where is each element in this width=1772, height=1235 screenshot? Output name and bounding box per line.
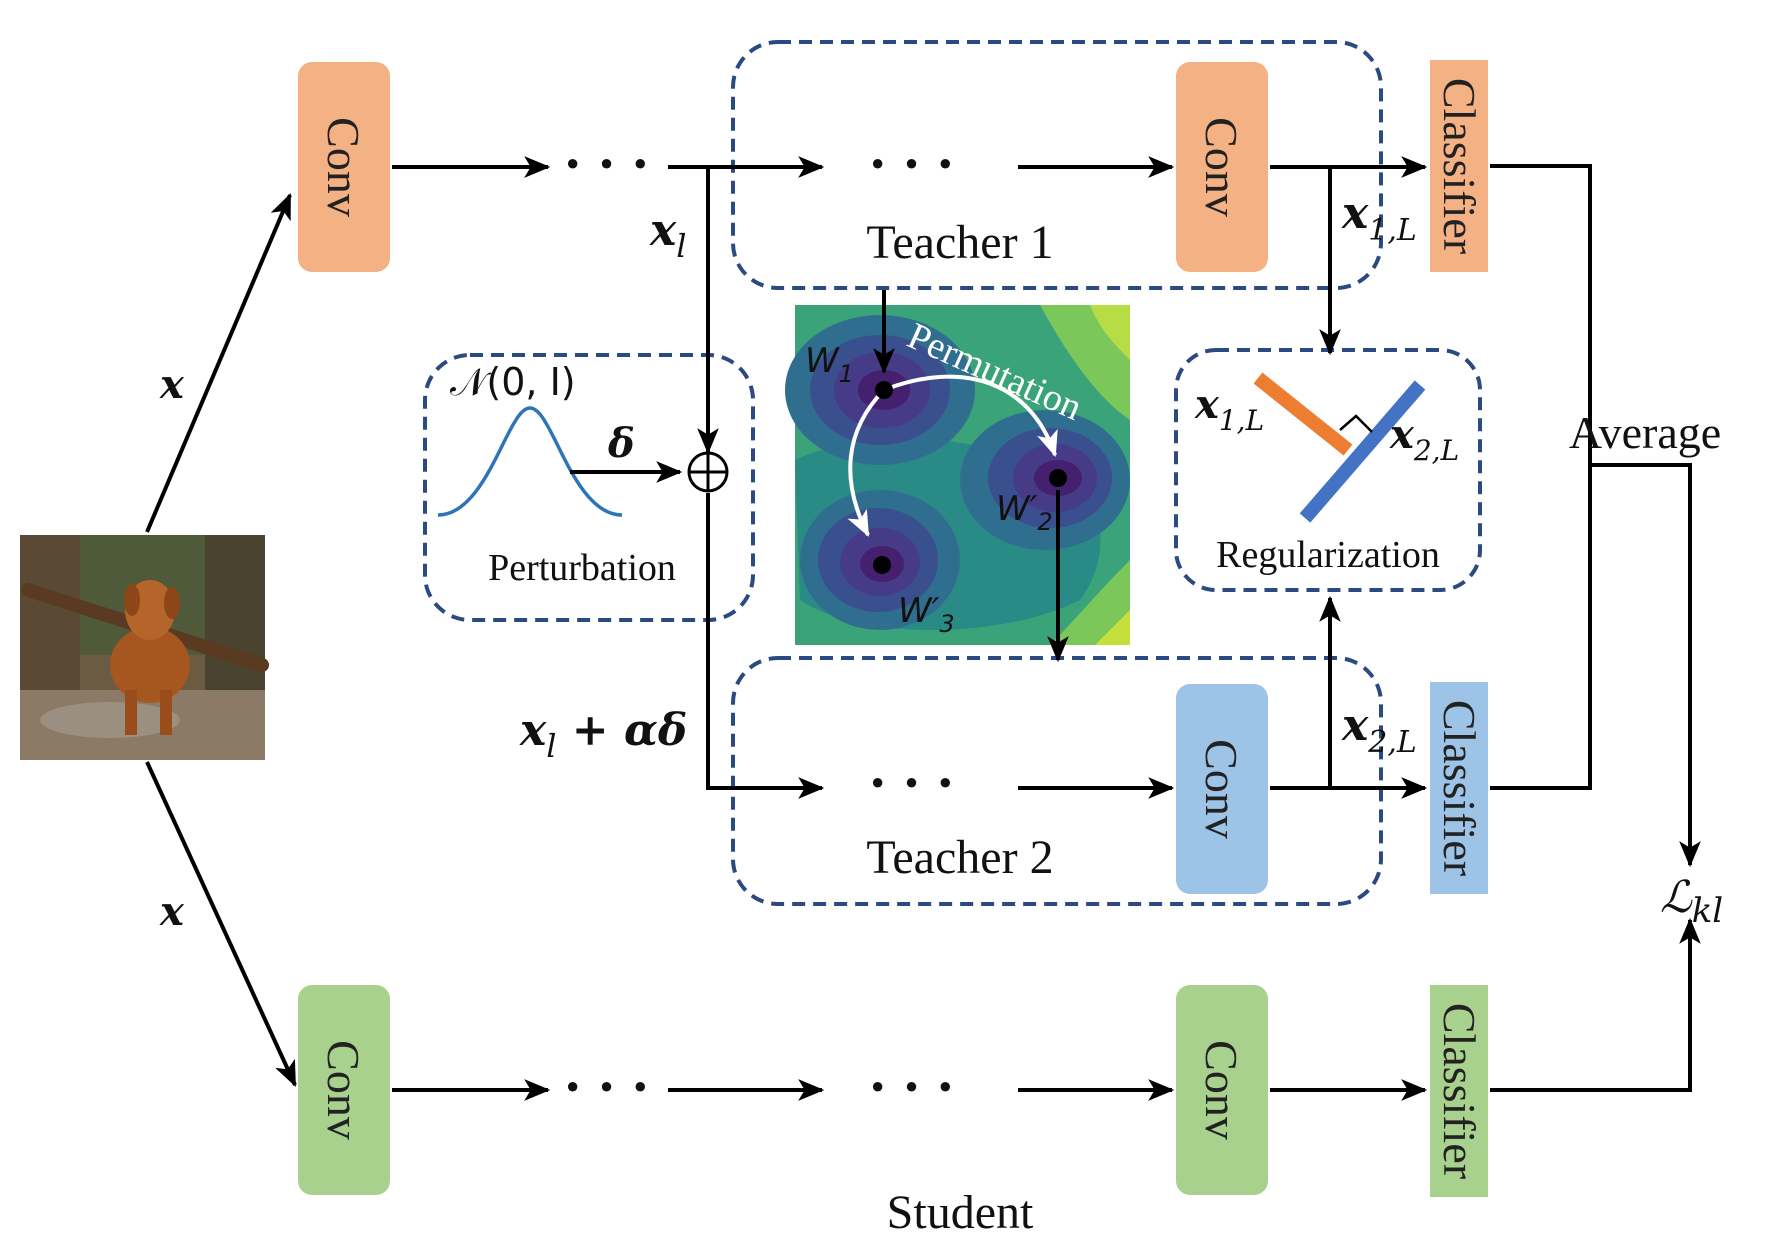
teacher1-conv-block (1176, 62, 1268, 272)
normal-distribution-label: 𝒩(0, I) (450, 360, 576, 404)
student-conv-block-2 (1176, 985, 1268, 1195)
label-w1: W1 (805, 341, 854, 388)
teacher2-classifier-block (1430, 682, 1488, 894)
student-classifier-block (1430, 985, 1488, 1197)
teacher1-classifier-label: Classifier (1434, 78, 1485, 254)
student-title: Student (887, 1186, 1034, 1235)
w3-point (873, 556, 891, 574)
student-conv-label-1: Conv (318, 1040, 369, 1140)
arrow-permutation-1 (883, 374, 1058, 458)
student-conv-block-1 (298, 985, 390, 1195)
w2-point (1049, 469, 1067, 487)
arrow-x-bottom (145, 761, 297, 1087)
teacher1-shared-conv-block (298, 62, 390, 272)
label-reg-x2L: x2,L (1389, 411, 1459, 467)
label-x-bottom: x (159, 888, 185, 935)
contour-landscape-icon (785, 305, 1130, 645)
average-bracket (1490, 164, 1592, 790)
ellipsis-s-b: · · · (868, 1054, 955, 1119)
average-label: Average (1569, 407, 1721, 458)
label-w3: W′3 (898, 591, 955, 638)
teacher1-classifier-block (1430, 60, 1488, 272)
right-angle-mark (1339, 414, 1373, 433)
teacher2-region (731, 656, 1383, 906)
gaussian-curve (437, 406, 623, 517)
ellipsis-t2: · · · (868, 750, 955, 815)
student-conv-label-2: Conv (1196, 1040, 1247, 1140)
label-xl: xl (649, 205, 686, 265)
reg-orange-bar (1253, 372, 1353, 456)
label-x-top: x (159, 361, 185, 408)
teacher2-conv-label: Conv (1196, 739, 1247, 839)
ellipsis-s-a: · · · (563, 1054, 650, 1119)
perturbation-region (423, 353, 755, 622)
label-x2L: x2,L (1341, 700, 1417, 760)
regularization-label: Regularization (1216, 534, 1440, 576)
perturbation-label: Perturbation (488, 547, 676, 589)
label-reg-x1L: x1,L (1194, 381, 1264, 437)
label-xl-plus: xl + αδ (519, 705, 687, 765)
arrow-student-to-loss (1490, 917, 1701, 1092)
arrow-average-to-loss (1590, 463, 1701, 868)
dog-photo-icon (20, 535, 269, 760)
teacher1-conv-label: Conv (1196, 117, 1247, 217)
teacher1-title: Teacher 1 (866, 216, 1053, 269)
w1-point (875, 381, 893, 399)
label-x1L: x1,L (1341, 188, 1417, 248)
arrow-x-top (145, 193, 292, 533)
teacher2-title: Teacher 2 (866, 831, 1053, 884)
teacher2-conv-block (1176, 684, 1268, 894)
teacher1-shared-conv-label: Conv (318, 117, 369, 217)
ellipsis-t1-b: · · · (868, 131, 955, 196)
label-w2: W′2 (996, 489, 1053, 536)
student-classifier-label: Classifier (1434, 1003, 1485, 1179)
arrow-permutation-2 (847, 388, 886, 537)
reg-blue-bar (1299, 380, 1426, 523)
label-delta: δ (607, 420, 635, 467)
teacher2-classifier-label: Classifier (1434, 700, 1485, 876)
arrow-perturbed-to-t2 (706, 493, 825, 799)
ellipsis-t1-a: · · · (563, 131, 650, 196)
